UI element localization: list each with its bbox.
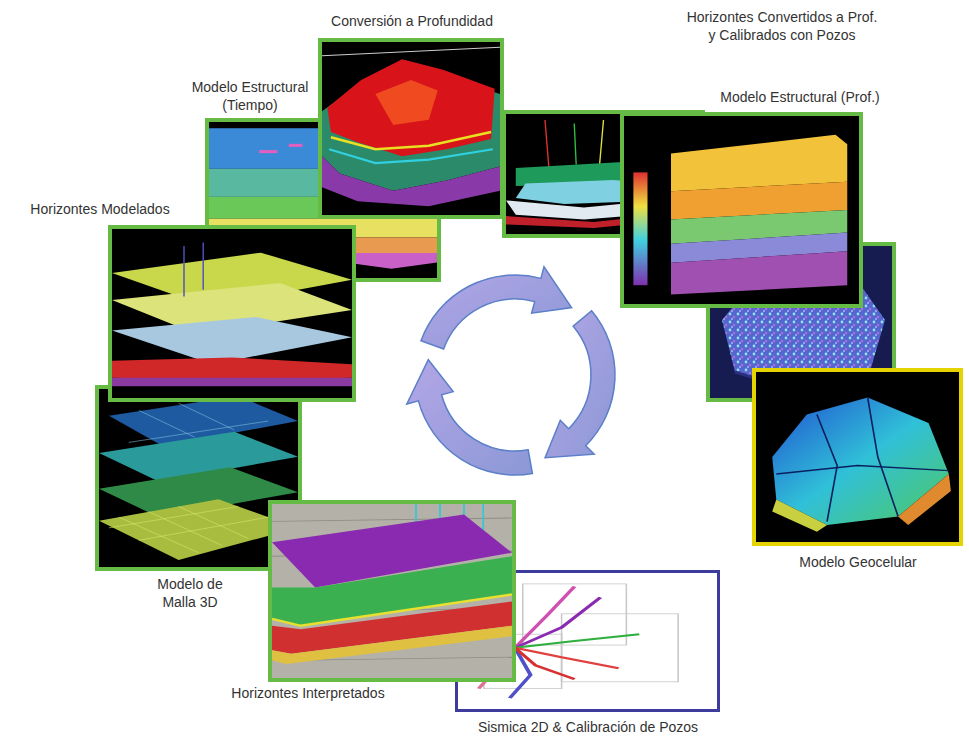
illustration-shape (624, 116, 859, 304)
illustration-shape (139, 410, 195, 437)
illustration-shape (129, 403, 268, 442)
illustration-shape (545, 120, 549, 168)
illustration-shape (112, 229, 352, 398)
illustration-shape (898, 474, 951, 525)
illustration-shape (129, 421, 268, 442)
illustration-shape (868, 398, 898, 517)
illustration-shape (772, 500, 827, 532)
illustration-shape (776, 466, 949, 475)
illustration-shape (184, 243, 203, 297)
illustration-shape (515, 648, 575, 679)
panel-image (752, 368, 963, 546)
panel-caption: Modelo Estructural (Tiempo) (180, 78, 320, 114)
illustration-shape (322, 156, 500, 206)
illustration-shape (671, 135, 847, 191)
panel-image (108, 225, 356, 402)
illustration-shape (112, 317, 352, 364)
illustration-shape (119, 517, 199, 553)
illustration-shape (109, 506, 268, 552)
illustration-shape (624, 116, 859, 304)
cycle-arrow (545, 311, 615, 458)
illustration-shape (272, 626, 512, 664)
illustration-shape (671, 251, 847, 294)
illustration-shape (259, 144, 302, 153)
illustration-shape (202, 243, 203, 290)
illustration-shape (322, 42, 500, 215)
illustration-shape (272, 504, 512, 678)
panel-image (268, 500, 516, 682)
cycle-arrows (407, 267, 615, 475)
illustration-shape (331, 132, 491, 149)
workflow-panel: Conversión a Profundidad (318, 38, 504, 219)
illustration-shape (112, 357, 352, 381)
illustration-shape (149, 512, 223, 546)
panel-image (620, 112, 863, 308)
panel-caption: Modelo de Malla 3D (144, 575, 236, 611)
cycle-arrow (421, 267, 572, 349)
illustration-shape (179, 403, 235, 430)
illustration-shape (322, 42, 500, 215)
illustration-shape (633, 172, 647, 285)
illustration-shape (322, 47, 500, 56)
panel-caption: Horizontes Convertidos a Prof. y Calibra… (682, 8, 882, 44)
illustration-shape (272, 504, 512, 678)
illustration-shape (523, 584, 627, 645)
cycle-arrow (407, 360, 533, 475)
illustration-shape (600, 120, 604, 164)
illustration-shape (112, 378, 352, 386)
panel-caption: Horizontes Interpretados (198, 684, 418, 702)
illustration-shape (139, 517, 268, 540)
illustration-shape (515, 634, 639, 648)
workflow-panel: Modelo Geocelular (752, 368, 963, 546)
illustration-shape (375, 80, 437, 125)
illustration-shape (183, 246, 184, 297)
illustration-shape (756, 372, 959, 542)
panel-caption: Conversión a Profundidad (302, 12, 522, 30)
illustration-shape (329, 149, 493, 163)
panel-image (318, 38, 504, 219)
illustration-shape (109, 506, 238, 527)
panel-caption: Sismica 2D & Calibración de Pozos (438, 718, 738, 736)
workflow-panel: Modelo Estructural (Prof.) (620, 112, 863, 308)
workflow-panel: Horizontes Modelados (108, 225, 356, 402)
illustration-shape (259, 150, 277, 153)
illustration-shape (272, 518, 512, 521)
illustration-shape (756, 372, 959, 542)
illustration-shape (515, 648, 619, 668)
illustration-shape (112, 229, 352, 398)
panel-caption: Horizontes Modelados (5, 200, 195, 218)
illustration-shape (562, 614, 679, 682)
illustration-shape (289, 144, 303, 147)
illustration-shape (574, 124, 576, 165)
illustration-shape (327, 59, 494, 156)
workflow-panel: Horizontes Interpretados (268, 500, 516, 682)
illustration-shape (515, 587, 575, 648)
panel-caption: Modelo Estructural (Prof.) (690, 88, 910, 106)
panel-caption: Modelo Geocelular (768, 553, 948, 571)
